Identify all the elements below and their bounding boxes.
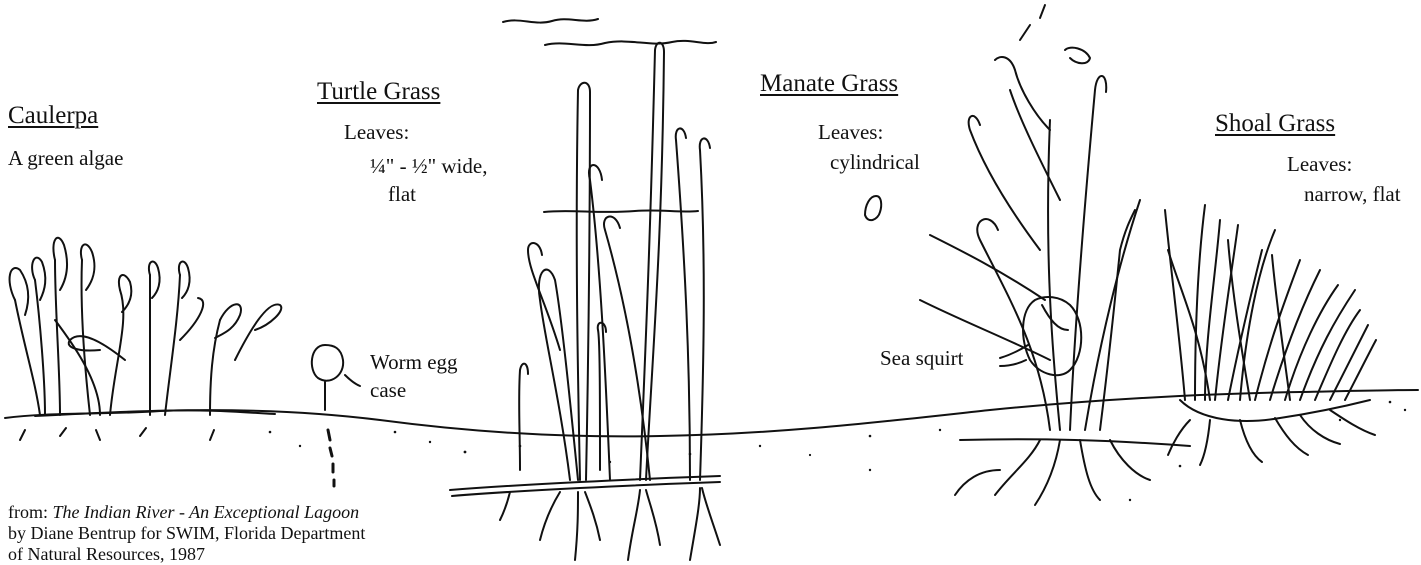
water-surface-lines — [503, 19, 716, 212]
source-caption: from: The Indian River - An Exceptional … — [8, 502, 365, 565]
manatee-grass-leaves-label: Leaves: — [818, 120, 883, 144]
turtle-grass-leaf-width: ¼" - ½" wide, — [370, 154, 487, 178]
sediment-stipple — [269, 401, 1407, 501]
caption-book-title: The Indian River - An Exceptional Lagoon — [53, 502, 360, 522]
manatee-grass-title: Manate Grass — [760, 72, 898, 96]
sea-squirt-label: Sea squirt — [880, 346, 963, 370]
caulerpa-description: A green algae — [8, 146, 123, 170]
caption-line-1: from: The Indian River - An Exceptional … — [8, 502, 365, 523]
turtle-grass-title: Turtle Grass — [317, 80, 440, 104]
turtle-grass-leaves-label: Leaves: — [344, 120, 409, 144]
shoal-grass-drawing — [1165, 205, 1376, 465]
caption-line-2: by Diane Bentrup for SWIM, Florida Depar… — [8, 523, 365, 544]
turtle-grass-leaf-shape: flat — [388, 182, 416, 206]
manatee-grass-leaf-shape: cylindrical — [830, 150, 920, 174]
shoal-grass-leaves-label: Leaves: — [1287, 152, 1352, 176]
manatee-grass-drawing — [865, 5, 1190, 505]
caption-line-3: of Natural Resources, 1987 — [8, 544, 365, 565]
caption-prefix: from: — [8, 502, 53, 522]
turtle-grass-drawing — [450, 43, 720, 560]
caulerpa-title: Caulerpa — [8, 104, 98, 128]
sea-squirt-leader-line — [1000, 360, 1026, 366]
shoal-grass-title: Shoal Grass — [1215, 112, 1335, 136]
shoal-grass-leaf-shape: narrow, flat — [1304, 182, 1401, 206]
worm-egg-case-label-line2: case — [370, 378, 406, 402]
worm-egg-case-label-line1: Worm egg — [370, 350, 458, 374]
